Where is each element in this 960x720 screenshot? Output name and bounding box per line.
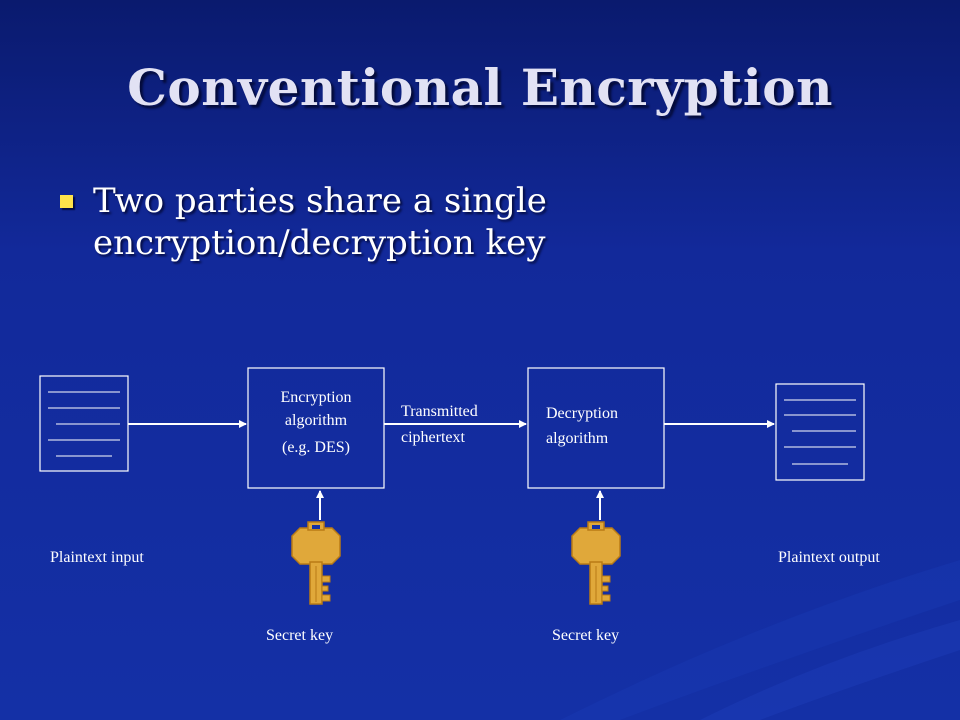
slide-title: Conventional Encryption	[127, 58, 833, 117]
right-key-icon	[571, 521, 621, 605]
encryption-box-line-3: (e.g. DES)	[282, 439, 350, 456]
bullet-line-1: Two parties share a single	[93, 181, 547, 221]
secret-key-left-label: Secret key	[266, 627, 333, 644]
encryption-box-line-1: Encryption	[280, 389, 351, 406]
secret-key-right-label: Secret key	[552, 627, 619, 644]
transmitted-label-line-1: Transmitted	[401, 403, 478, 420]
decryption-algorithm-box	[527, 367, 665, 489]
bullet-line-2: encryption/decryption key	[93, 223, 546, 263]
decryption-box-line-1: Decryption	[546, 405, 618, 422]
bullet-text: Two parties share a single encryption/de…	[93, 180, 547, 264]
transmitted-label-line-2: ciphertext	[401, 429, 466, 446]
bullet-marker-icon	[60, 195, 73, 208]
plaintext-input-document-icon	[39, 375, 129, 472]
plaintext-output-label: Plaintext output	[778, 549, 880, 566]
encryption-box-line-2: algorithm	[285, 412, 348, 429]
bullet-point: Two parties share a single encryption/de…	[60, 180, 860, 264]
plaintext-output-document-icon	[775, 383, 865, 481]
plaintext-input-label: Plaintext input	[50, 549, 144, 566]
decryption-box-line-2: algorithm	[546, 430, 609, 447]
encryption-algorithm-box	[247, 367, 385, 489]
left-key-icon	[291, 521, 341, 605]
